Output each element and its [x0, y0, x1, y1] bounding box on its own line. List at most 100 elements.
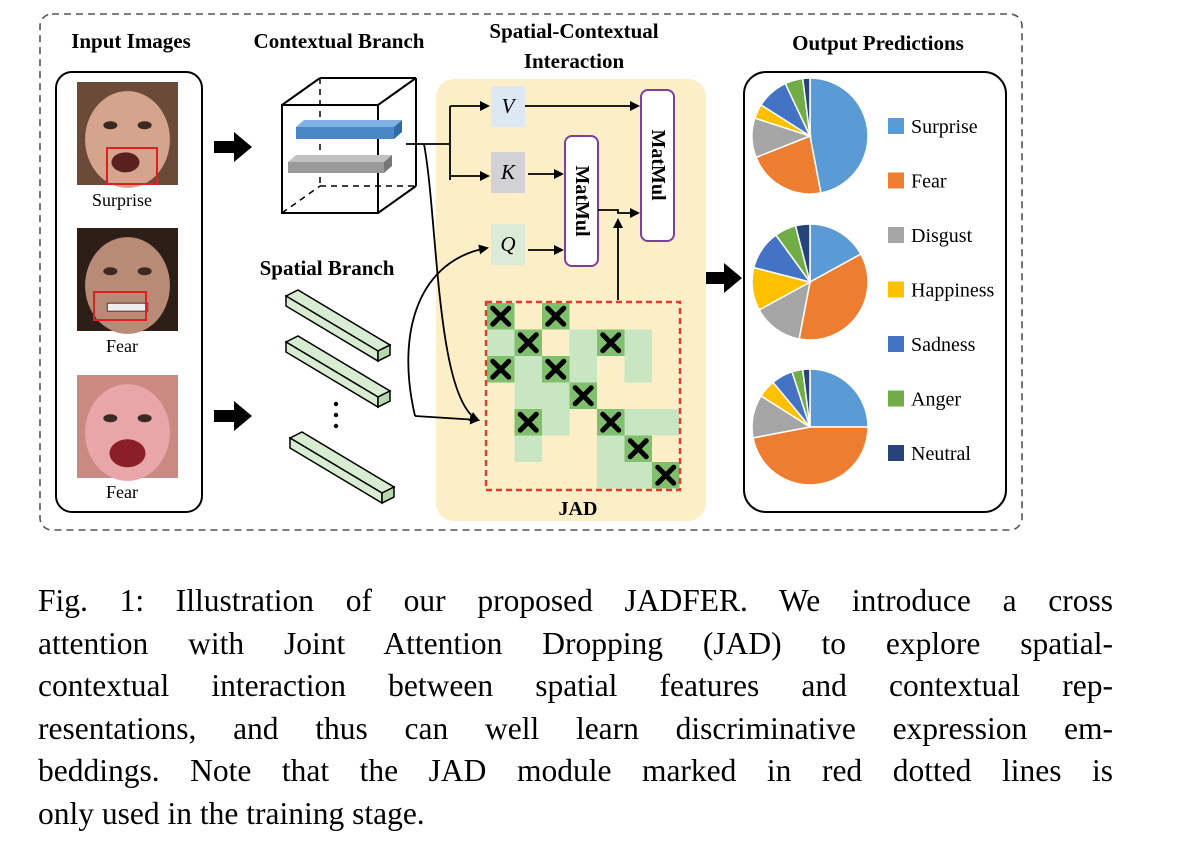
contextual-cube	[281, 77, 417, 214]
thick-arrow-spatial	[214, 401, 252, 431]
legend-swatch	[888, 281, 904, 298]
jad-dropped-cell	[514, 409, 542, 436]
pie-slice-surprise	[809, 368, 869, 428]
pie-slice-disgust	[758, 280, 812, 340]
v-label: V	[502, 94, 517, 118]
caption-line-6: only used in the training stage.	[38, 795, 425, 831]
jad-dropped-cell	[652, 462, 680, 489]
pie-slice-neutral	[794, 223, 811, 283]
legend-label: Fear	[911, 171, 947, 193]
pie-slice-surprise	[809, 223, 862, 284]
matmul-label-2: MatMul	[647, 129, 669, 201]
face-image-3	[77, 375, 178, 481]
legend-swatch	[888, 172, 904, 189]
caption-line-4: resentations, and thus can well learn di…	[38, 710, 1113, 746]
heading-spatial-branch: Spatial Branch	[260, 256, 395, 280]
jad-attention-cell	[514, 435, 542, 462]
face-image-1	[77, 82, 178, 188]
jad-attention-cell	[652, 409, 680, 436]
output-panel	[743, 71, 1007, 513]
jad-dropped-cell	[542, 356, 570, 383]
spatial-feature-bar-1	[284, 289, 392, 363]
pie-chart-3	[751, 368, 869, 486]
jad-dropped-cell	[597, 409, 625, 436]
matmul-box-1	[564, 135, 599, 267]
k-box	[491, 152, 525, 193]
jad-attention-cell	[624, 329, 652, 356]
jad-dashed-border	[484, 300, 682, 492]
jad-attention-cell	[569, 329, 597, 356]
figure-diagram: Input Images Contextual Branch Spatial-C…	[39, 13, 1023, 531]
pie-slice-fear	[798, 253, 869, 341]
pie-slice-fear	[755, 134, 822, 195]
jad-dropped-cell	[514, 329, 542, 356]
contextual-feature-gray	[288, 155, 392, 173]
legend-item-sadness: Sadness	[888, 334, 976, 356]
caption-line-5: beddings. Note that the JAD module marke…	[38, 753, 1113, 788]
legend-swatch	[888, 227, 904, 243]
jad-attention-cell	[542, 382, 570, 409]
jad-attention-cell	[514, 382, 542, 409]
jad-attention-cell	[514, 356, 542, 383]
legend-item-surprise: Surprise	[888, 116, 978, 138]
jad-attention-cell	[597, 435, 625, 462]
pie-chart-1	[751, 77, 869, 195]
face-image-2	[77, 228, 178, 334]
k-label: K	[500, 160, 516, 184]
pie-slice-fear	[752, 426, 869, 486]
caption-line-3: contextual interaction between spatial f…	[38, 668, 1113, 703]
caption-line-2: attention with Joint Attention Dropping …	[38, 625, 1113, 661]
figure-caption: Fig. 1: Illustration of our proposed JAD…	[38, 580, 1113, 835]
thick-arrow-output	[706, 263, 742, 293]
face-label-2: Fear	[106, 336, 138, 356]
jad-dropped-cell	[487, 356, 515, 383]
spatial-ellipsis	[333, 401, 339, 429]
attention-region-box	[106, 147, 158, 185]
legend-swatch	[888, 445, 904, 461]
jad-label: JAD	[559, 498, 598, 520]
legend-item-disgust: Disgust	[888, 225, 973, 247]
legend-item-happiness: Happiness	[888, 280, 995, 302]
q-label: Q	[500, 232, 515, 256]
contextual-feature-blue	[296, 120, 402, 139]
jad-attention-cell	[542, 409, 570, 436]
pie-slice-neutral	[801, 368, 811, 428]
input-images-panel	[55, 71, 203, 513]
legend-swatch	[888, 118, 904, 134]
matmul-box-2	[640, 89, 675, 242]
legend-item-anger: Anger	[888, 389, 961, 411]
caption-line-1: Fig. 1: Illustration of our proposed JAD…	[38, 583, 1113, 618]
heading-output-predictions: Output Predictions	[792, 31, 964, 55]
jad-dropped-cell	[597, 329, 625, 356]
jad-attention-cell	[624, 409, 652, 436]
legend-label: Sadness	[911, 334, 976, 356]
jad-dropped-cell	[542, 303, 570, 330]
pie-slice-surprise	[809, 77, 869, 194]
legend-swatch	[888, 390, 904, 407]
thick-arrow-contextual	[214, 132, 252, 162]
jad-attention-cell	[624, 356, 652, 383]
v-box	[491, 86, 525, 127]
jad-attention-cell	[597, 462, 625, 489]
jad-attention-cell	[624, 462, 652, 489]
jad-dropped-cell	[624, 435, 652, 462]
pie-slice-neutral	[801, 77, 811, 137]
jad-attention-cell	[487, 329, 515, 356]
legend-item-fear: Fear	[888, 171, 947, 193]
q-box	[491, 224, 525, 265]
jad-attention-cell	[569, 356, 597, 383]
pie-chart-2	[751, 223, 869, 341]
connection-lines	[406, 101, 640, 425]
legend-label: Disgust	[911, 225, 973, 247]
jad-dropped-cell	[569, 382, 597, 409]
legend-label: Surprise	[911, 116, 978, 138]
face-label-1: Surprise	[92, 190, 152, 210]
legend-label: Anger	[911, 389, 961, 411]
heading-input-images: Input Images	[71, 29, 191, 53]
legend-label: Happiness	[911, 280, 995, 302]
heading-interaction-line1: Spatial-Contextual	[489, 19, 658, 43]
attention-region-box	[93, 291, 147, 321]
heading-interaction-line2: Interaction	[524, 49, 625, 73]
matmul-label-1: MatMul	[571, 165, 593, 237]
heading-contextual-branch: Contextual Branch	[254, 29, 425, 53]
